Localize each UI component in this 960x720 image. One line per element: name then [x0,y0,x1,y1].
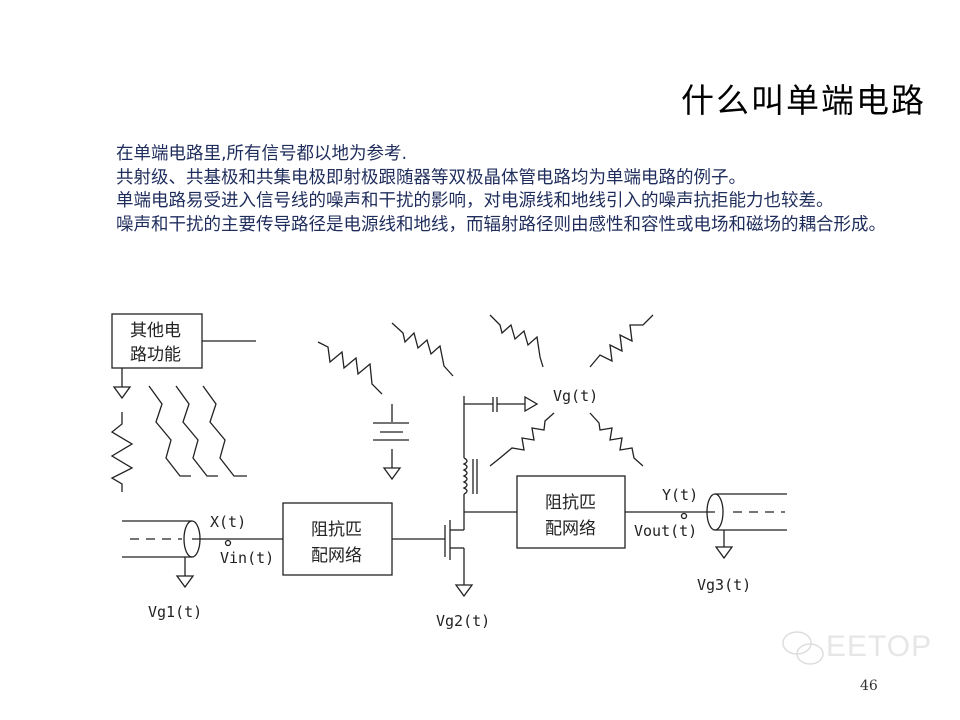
fet-transistor [392,520,474,598]
input-coax-cable [122,520,283,589]
matching-network-output: 阻抗匹 配网络 [516,475,626,549]
battery-symbol [373,404,409,481]
output-coax-cable [625,493,787,560]
supply-line [462,395,539,530]
paragraph: 共射级、共基极和共集电极即射极跟随器等双极晶体管电路均为单端电路的例子。 [116,167,746,188]
block-label: 其他电 [130,321,181,341]
body-text: 在单端电路里,所有信号都以地为参考. 共射级、共基极和共集电极即射极跟随器等双极… [86,143,916,237]
impedance-zigzag [110,412,134,492]
label-vout: Vout(t) [634,522,697,540]
label-vg1: Vg1(t) [148,603,202,621]
block-label: 阻抗匹 [545,493,596,513]
page-number: 46 [860,678,878,694]
paragraph: 单端电路易受进入信号线的噪声和干扰的影响，对电源线和地线引入的噪声抗拒能力也较差… [116,191,834,211]
block-label: 阻抗匹 [311,520,362,540]
label-vin: Vin(t) [220,549,274,567]
ground-symbol [112,368,132,400]
watermark: EETOP [826,630,933,663]
label-vg2: Vg2(t) [436,612,490,630]
slide-title: 什么叫单端电路 [681,81,926,120]
label-y: Y(t) [662,486,698,504]
other-function-block: 其他电 路功能 [111,313,256,369]
paragraph: 在单端电路里,所有信号都以地为参考. [116,144,408,164]
radiated-noise-zigzags [317,314,654,467]
block-label: 路功能 [130,345,181,365]
noise-coupling-arrows [148,385,247,477]
matching-network-input: 阻抗匹 配网络 [282,502,393,576]
label-vg3: Vg3(t) [697,576,751,594]
label-x: X(t) [210,513,246,531]
paragraph: 噪声和干扰的主要传导路径是电源线和地线，而辐射路径则由感性和容性或电场和磁场的耦… [116,214,886,235]
block-label: 配网络 [311,546,362,566]
block-label: 配网络 [545,519,596,539]
wechat-icon [782,631,824,665]
label-vg: Vg(t) [553,387,598,405]
